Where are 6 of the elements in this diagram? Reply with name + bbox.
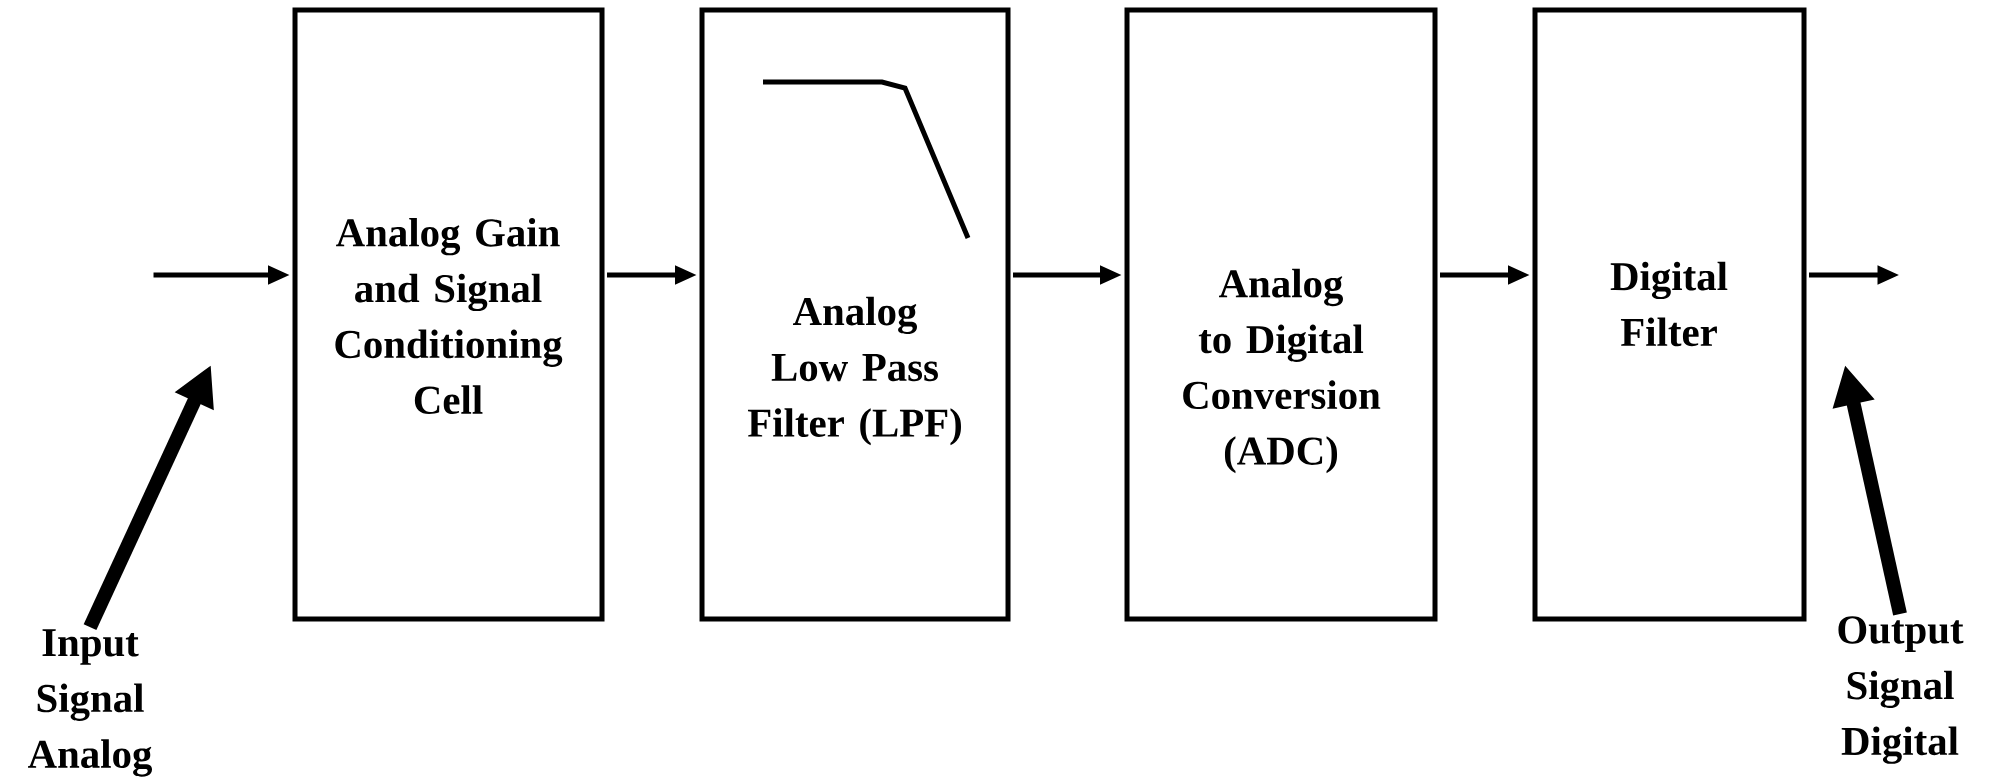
process-box: Digital Filter: [1532, 7, 1807, 622]
signal-label: Input Signal Analog: [28, 629, 152, 777]
process-box: Analog Low Pass Filter (LPF): [699, 7, 1011, 622]
process-box: Analog Gain and Signal Conditioning Cell: [292, 7, 605, 622]
signal-label: Output Signal Digital: [1838, 616, 1964, 764]
process-box: Analog to Digital Conversion (ADC): [1124, 7, 1438, 622]
